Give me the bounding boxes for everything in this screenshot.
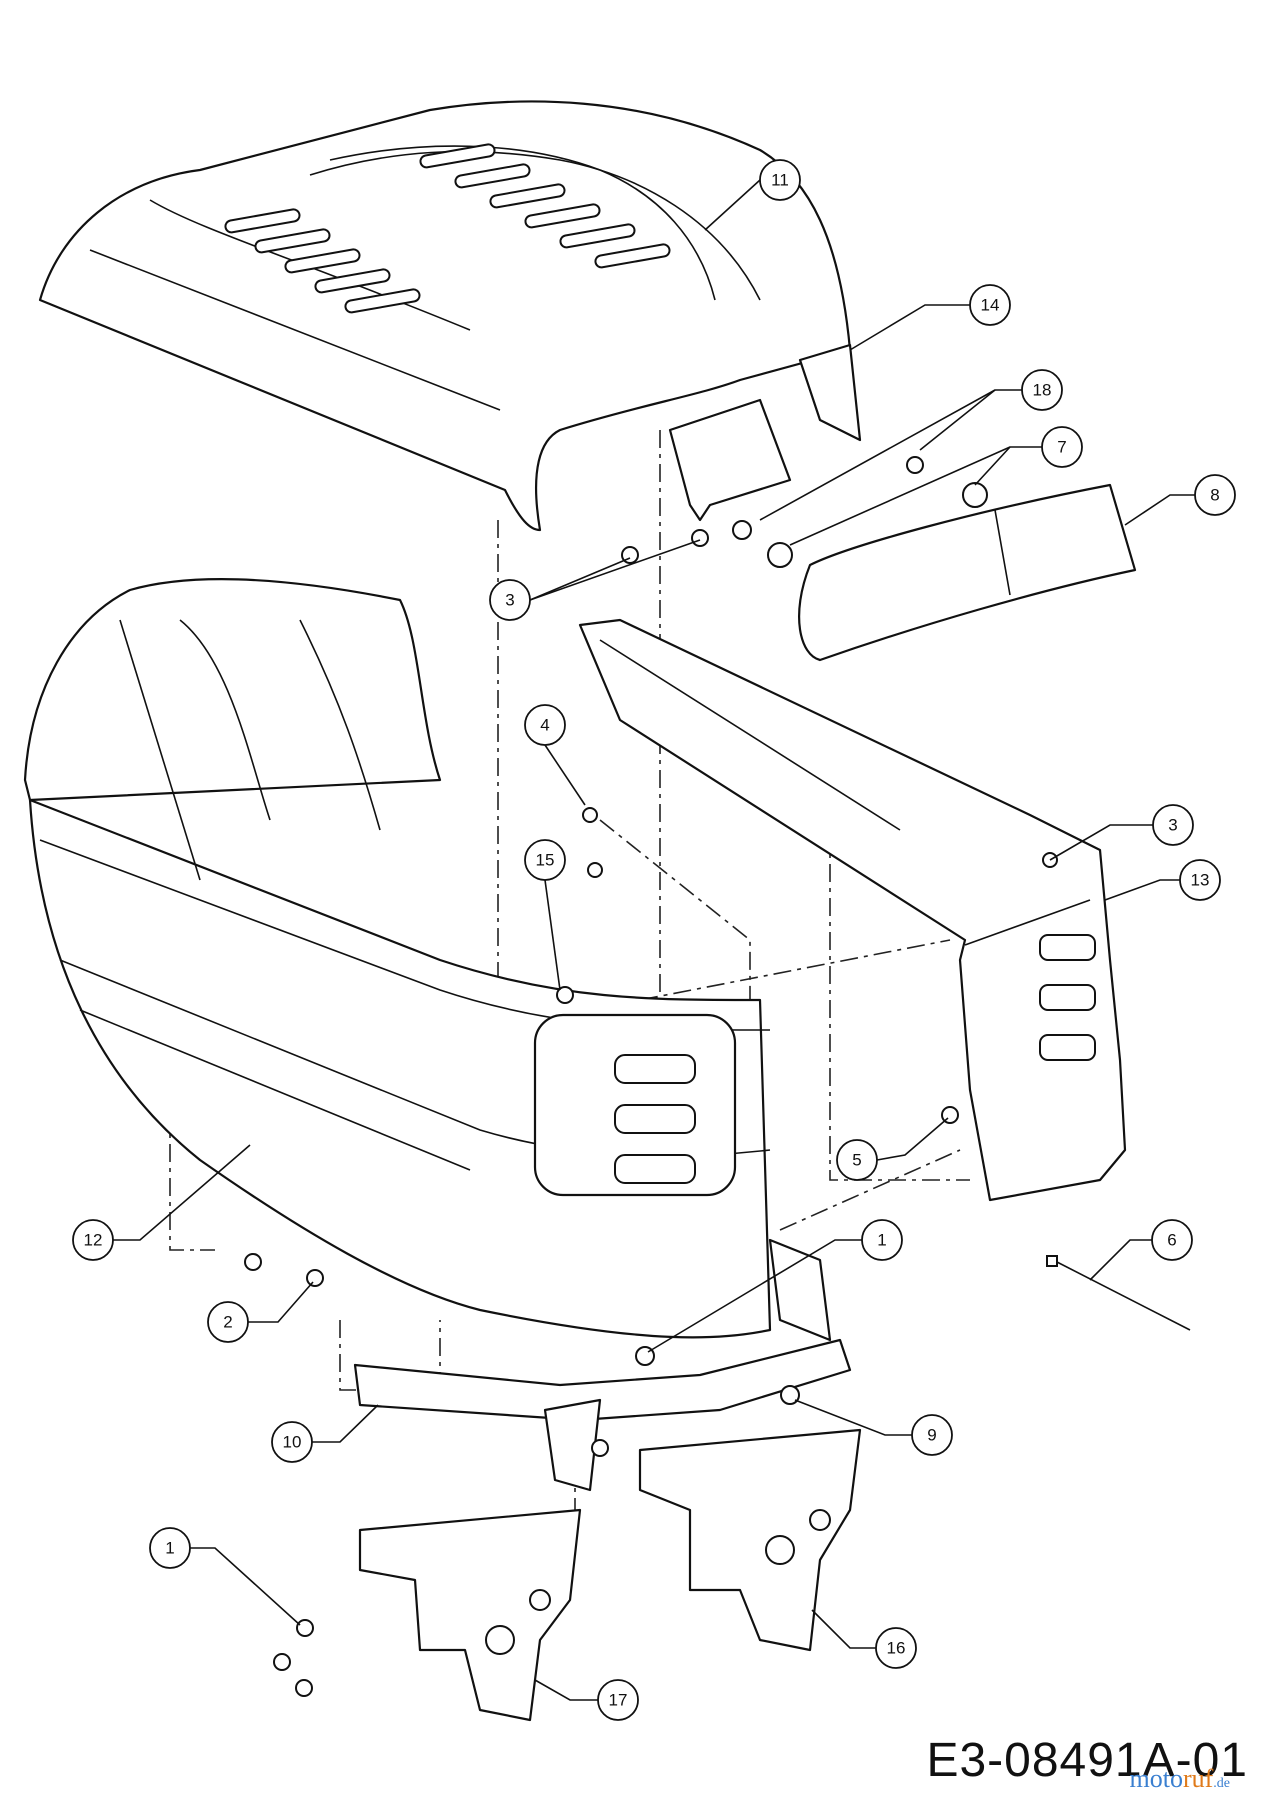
svg-text:5: 5 xyxy=(852,1151,861,1170)
watermark-part1: moto xyxy=(1129,1764,1183,1793)
svg-text:9: 9 xyxy=(927,1426,936,1445)
callout-14: 14 xyxy=(849,284,1011,351)
svg-text:10: 10 xyxy=(283,1433,302,1452)
callouts: 11 14 18 7 8 3 xyxy=(72,159,1236,1721)
svg-text:17: 17 xyxy=(609,1691,628,1710)
svg-text:11: 11 xyxy=(771,171,789,190)
callout-2: 2 xyxy=(207,1281,314,1343)
callout-6: 6 xyxy=(1089,1219,1193,1281)
fasteners xyxy=(244,456,1058,1697)
callout-3-top: 3 xyxy=(489,539,701,621)
callout-1-lower: 1 xyxy=(149,1527,301,1626)
left-mount-plate xyxy=(358,1508,582,1722)
callout-9: 9 xyxy=(794,1399,953,1456)
right-mount-plate xyxy=(638,1428,862,1652)
watermark-logo: motoruf.de xyxy=(1130,1764,1231,1794)
svg-text:13: 13 xyxy=(1191,871,1210,890)
callout-4: 4 xyxy=(524,704,586,806)
drawing-number: E3-08491A-01 xyxy=(926,1734,1248,1787)
svg-text:14: 14 xyxy=(981,296,1000,315)
lower-bracket xyxy=(353,1238,852,1492)
callout-16: 16 xyxy=(811,1609,917,1669)
watermark-part2: ruf xyxy=(1182,1764,1214,1793)
svg-text:8: 8 xyxy=(1210,486,1219,505)
svg-text:16: 16 xyxy=(887,1639,906,1658)
svg-text:3: 3 xyxy=(1168,816,1177,835)
callout-11: 11 xyxy=(704,159,801,231)
callout-12: 12 xyxy=(72,1144,251,1261)
callout-3-right: 3 xyxy=(1049,804,1194,861)
svg-text:1: 1 xyxy=(165,1539,174,1558)
hood-top xyxy=(38,100,852,532)
svg-text:12: 12 xyxy=(84,1231,103,1250)
svg-text:1: 1 xyxy=(877,1231,886,1250)
svg-text:7: 7 xyxy=(1057,438,1066,457)
svg-text:15: 15 xyxy=(536,851,555,870)
svg-text:4: 4 xyxy=(540,716,549,735)
callout-1-mid: 1 xyxy=(647,1219,903,1353)
svg-text:6: 6 xyxy=(1167,1231,1176,1250)
svg-text:2: 2 xyxy=(223,1313,232,1332)
callout-17: 17 xyxy=(534,1679,639,1721)
callout-5: 5 xyxy=(836,1117,949,1181)
svg-text:3: 3 xyxy=(505,591,514,610)
callout-13: 13 xyxy=(1104,859,1221,901)
watermark-part3: .de xyxy=(1213,1776,1230,1791)
callout-18: 18 xyxy=(759,369,1063,521)
right-side-panel xyxy=(578,618,1127,1202)
callout-7: 7 xyxy=(789,426,1083,546)
lens-panel xyxy=(798,483,1137,662)
hood-bracket xyxy=(668,343,862,522)
callout-10: 10 xyxy=(271,1404,379,1463)
cable-tie xyxy=(1046,1255,1191,1331)
svg-text:18: 18 xyxy=(1033,381,1052,400)
callout-15: 15 xyxy=(524,839,566,991)
hood-vents xyxy=(224,143,671,314)
callout-8: 8 xyxy=(1124,474,1236,526)
grille-housing xyxy=(23,578,772,1339)
